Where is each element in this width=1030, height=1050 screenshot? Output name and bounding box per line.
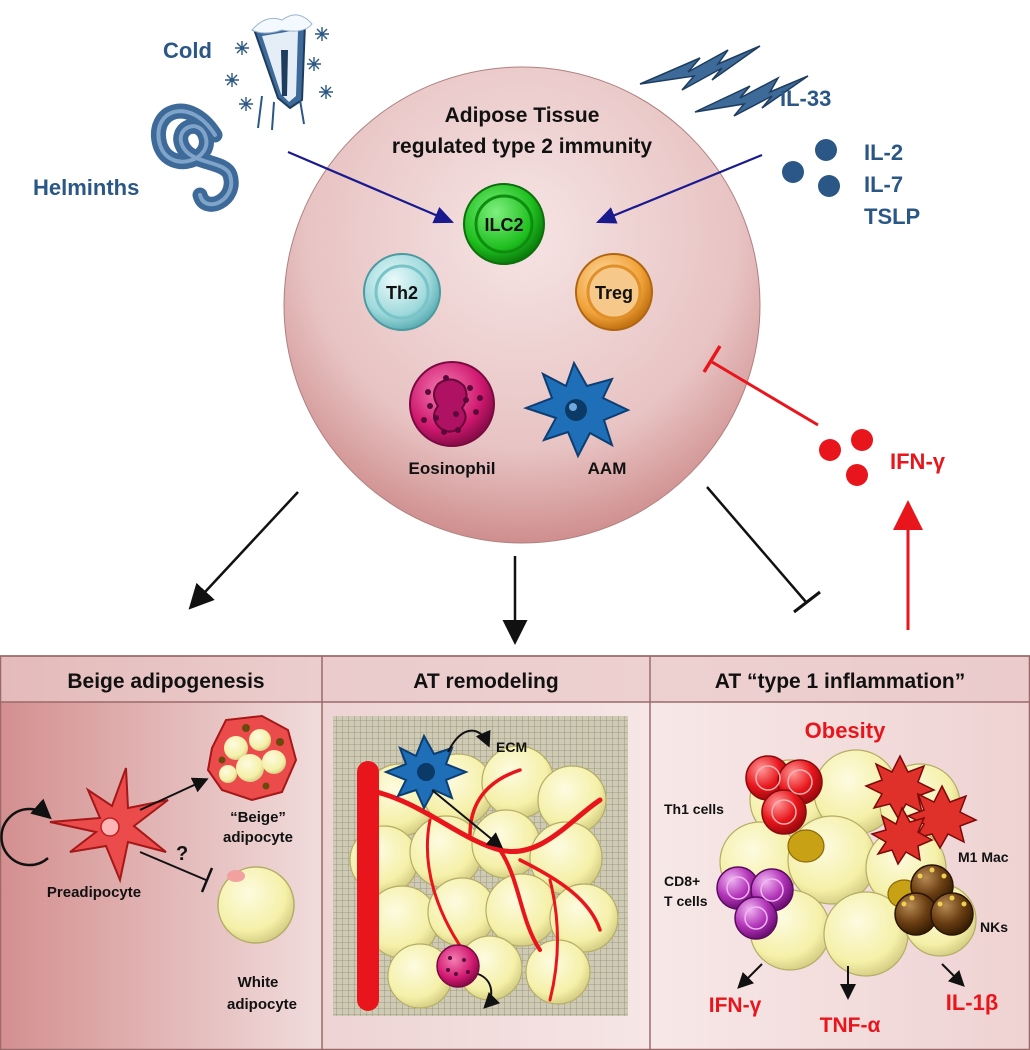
nk-cells [894, 864, 974, 936]
snowflake-icons [225, 27, 333, 111]
macrophage-to-vessel-arrow [431, 789, 504, 849]
ifn-inhibition-line [711, 360, 819, 427]
m1-macrophages [864, 754, 978, 866]
il7-label: IL-7 [864, 172, 903, 197]
beige-adipocyte-cell [206, 714, 298, 802]
helminths-label: Helminths [33, 175, 139, 200]
beige-adipocyte-label-line2: adipocyte [223, 829, 293, 846]
helminth-worm-icon [151, 103, 239, 212]
lightning-bolt-icons [639, 45, 809, 117]
ifn-output-arrow [737, 963, 763, 989]
blood-vessels [357, 761, 603, 1011]
aam-label: AAM [588, 459, 627, 478]
white-adipocyte-label-line2: adipocyte [227, 996, 297, 1013]
beige-adipocyte-label-line1: “Beige” [230, 809, 286, 826]
eosinophil-cell: Eosinophil [409, 361, 496, 478]
aam-cell: AAM [523, 360, 631, 478]
obesity-label: Obesity [805, 718, 886, 743]
ifn-gamma-feedback-label: IFN-γ [890, 449, 946, 474]
treg-label: Treg [595, 283, 633, 303]
circle-title-line1: Adipose Tissue [445, 104, 600, 127]
inhibit-to-white-bar [200, 867, 214, 893]
white-adipocyte-label-line1: White [238, 974, 279, 991]
panel-title-beige: Beige adipogenesis [67, 670, 264, 693]
stimuli-left-arrow [287, 150, 455, 224]
tslp-label: TSLP [864, 204, 920, 229]
treg-cell: Treg [575, 253, 653, 331]
ifn-output-label: IFN-γ [709, 994, 762, 1017]
il1b-output-label: IL-1β [946, 990, 999, 1015]
white-adipocyte-cell [217, 866, 295, 944]
eosinophil-label: Eosinophil [409, 459, 496, 478]
cd8-label-line2: T cells [664, 893, 708, 909]
il1b-output-arrow [941, 963, 965, 987]
eosinophil-remodeling-cell [436, 944, 480, 988]
circle-title-line2: regulated type 2 immunity [392, 135, 653, 158]
tnf-output-label: TNF-α [820, 1014, 881, 1037]
eosinophil-curved-arrow [477, 973, 501, 1009]
nks-label: NKs [980, 919, 1008, 935]
cd8-label-line1: CD8+ [664, 873, 700, 889]
question-mark: ? [176, 843, 188, 865]
m1-mac-label: M1 Mac [958, 849, 1009, 865]
ifn-inhibition-bar [702, 345, 722, 373]
th2-cell: Th2 [363, 253, 441, 331]
inhibit-to-white-line [139, 851, 207, 881]
cd8-t-cells [716, 866, 794, 940]
ifn-gamma-dots-icon [819, 429, 873, 486]
arrow-to-beige-adipocyte [139, 777, 209, 811]
panel-title-remodeling: AT remodeling [413, 670, 558, 693]
inhibit-inflammation-bar [793, 590, 821, 614]
il2-label: IL-2 [864, 140, 903, 165]
ecm-curved-arrow [447, 729, 491, 753]
cytokine-dots-icon [782, 139, 840, 197]
thermometer-icon [251, 14, 313, 131]
th2-label: Th2 [386, 283, 418, 303]
arrow-to-beige [188, 491, 299, 610]
panel-title-inflammation: AT “type 1 inflammation” [715, 670, 965, 693]
preadipocyte-label: Preadipocyte [47, 884, 141, 901]
ilc2-cell: ILC2 [463, 183, 545, 265]
th1-label: Th1 cells [664, 801, 724, 817]
self-renewal-arrow [0, 798, 52, 867]
inhibit-inflammation-line [706, 486, 807, 603]
stimuli-right-arrow [595, 153, 763, 224]
il33-label: IL-33 [780, 86, 831, 111]
type2-immunity-circle [283, 66, 761, 544]
th1-cells [745, 755, 823, 835]
ilc2-label: ILC2 [484, 215, 523, 235]
ecm-label: ECM [496, 739, 527, 755]
cold-label: Cold [163, 38, 212, 63]
preadipocyte-cell [49, 767, 169, 884]
macrophage-remodeling-cell [383, 733, 469, 811]
